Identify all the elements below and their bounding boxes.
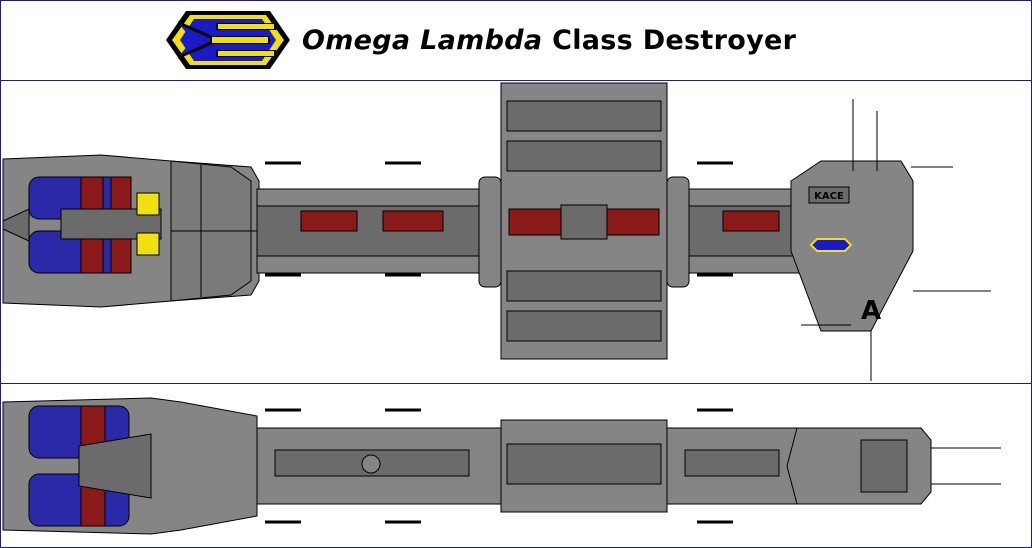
title-rest: Class Destroyer <box>542 24 797 56</box>
earthforce-emblem-icon <box>166 11 290 69</box>
rotating-section <box>500 82 668 360</box>
page-title: Omega Lambda Class Destroyer <box>302 25 796 56</box>
hull-marking-label: KACE <box>814 191 844 202</box>
top-view-panel: KACE A <box>0 80 1032 384</box>
gun-turrets-side <box>265 408 733 524</box>
ship-top-view: KACE A <box>2 82 991 381</box>
forward-spine <box>666 176 800 288</box>
gun-turrets <box>265 161 733 277</box>
command-section-side <box>786 427 1001 505</box>
ship-side-view <box>2 397 1001 535</box>
spine <box>256 176 502 288</box>
side-view-panel <box>0 383 1032 548</box>
title-block: Omega Lambda Class Destroyer <box>164 5 796 75</box>
engine-section-side <box>2 397 258 535</box>
command-section: KACE A <box>790 99 991 381</box>
class-letter-label: A <box>861 296 881 326</box>
engine-section <box>2 154 260 308</box>
title-italic: Omega Lambda <box>302 24 543 56</box>
spine-side <box>256 419 798 513</box>
title-panel: Omega Lambda Class Destroyer <box>0 0 1032 81</box>
